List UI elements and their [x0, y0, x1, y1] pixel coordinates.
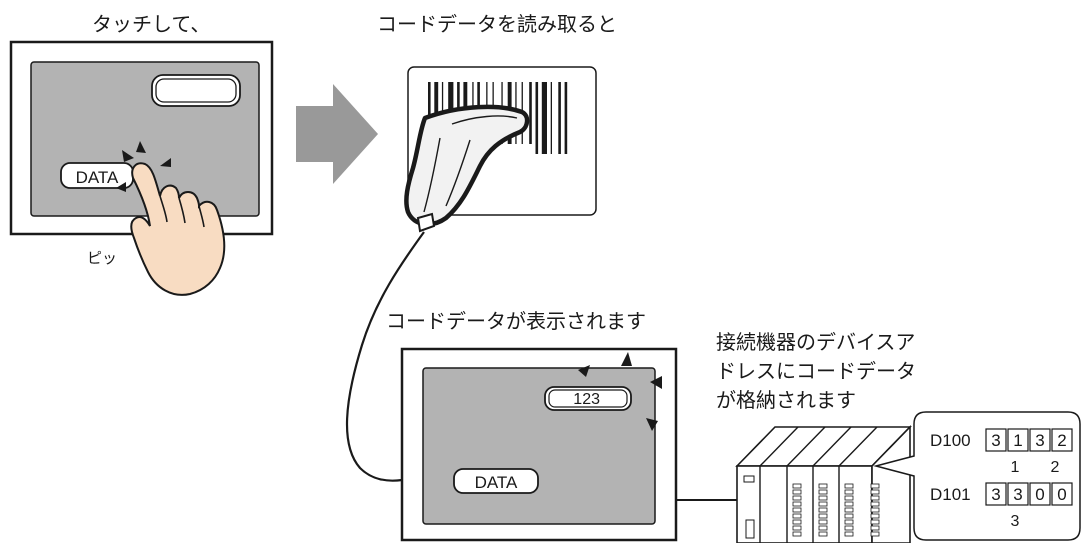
register-note: 3: [1011, 513, 1020, 530]
barcode-bar: [550, 82, 552, 154]
plc-slot-led: [844, 489, 854, 495]
plc-slot-led: [818, 483, 828, 489]
step4-caption-line: が格納されます: [716, 388, 856, 412]
plc-slot-led: [870, 531, 880, 537]
plc-slot-led: [792, 495, 802, 501]
barcode-bar: [558, 82, 561, 154]
flow-arrow-icon: [296, 84, 378, 184]
barcode-bar: [564, 82, 568, 154]
plc-slot-led: [870, 525, 880, 531]
hand-icon: [130, 162, 226, 296]
plc-slot-led: [792, 519, 802, 525]
plc-slot-led: [844, 495, 854, 501]
touch-spark-mark: [116, 182, 126, 192]
display-spark-mark: [578, 365, 590, 377]
plc-slot-led: [870, 501, 880, 507]
plc-slot-led: [818, 507, 828, 513]
register-cell: [1051, 428, 1073, 452]
step4-caption: 接続機器のデバイスア ドレスにコードデータ が格納されます: [716, 328, 966, 415]
plc-slot-led: [870, 513, 880, 519]
register-digit: 3: [991, 485, 1000, 504]
touch-beep-label: ピッ: [87, 249, 118, 267]
data-button-label: DATA: [76, 168, 119, 187]
step3-caption: コードデータが表示されます: [386, 309, 646, 333]
register-digit: 3: [1013, 485, 1022, 504]
display-spark-mark: [646, 418, 658, 431]
touch-panel: DATA: [9, 40, 274, 236]
value-display-inner: [548, 389, 628, 408]
plc-slot-led: [818, 525, 828, 531]
display-spark-mark: [650, 376, 662, 389]
plc-slot-led: [818, 531, 828, 537]
value-display-text: 123: [573, 391, 600, 408]
register-cell: [1029, 482, 1051, 506]
callout-bubble: [873, 411, 1081, 541]
register-cell: [1029, 428, 1051, 452]
register-cell: [985, 428, 1007, 452]
scanner-cable: [345, 231, 425, 482]
plc-slot-led: [870, 507, 880, 513]
plc-slot-led: [870, 489, 880, 495]
plc-slot-led: [844, 519, 854, 525]
plc-slot-led: [870, 483, 880, 489]
plc-slot-led: [792, 501, 802, 507]
plc-slot-led: [818, 489, 828, 495]
barcode-scanner-icon: [345, 104, 530, 482]
plc-slot-led: [844, 525, 854, 531]
plc-slot-led: [844, 513, 854, 519]
register-note: 2: [1051, 459, 1060, 476]
touch-spark-mark: [160, 158, 171, 167]
register-digit: 3: [1035, 431, 1044, 450]
plc-device-icon: [735, 425, 912, 543]
plc-slot-led: [844, 483, 854, 489]
step2-caption: コードデータを読み取ると: [377, 12, 617, 36]
plc-slot-led: [792, 489, 802, 495]
display-spark-mark: [621, 352, 632, 366]
barcode-bar: [529, 82, 532, 144]
register-address: D101: [930, 485, 971, 504]
plc-slot-led: [818, 519, 828, 525]
register-cell: [1051, 482, 1073, 506]
plc-slot-led: [792, 531, 802, 537]
register-digit: 3: [991, 431, 1000, 450]
step4-caption-line: ドレスにコードデータ: [716, 359, 916, 383]
touch-panel-display-inner: [155, 78, 237, 103]
barcode-bar: [428, 82, 431, 144]
plc-slot-led: [792, 513, 802, 519]
register-digit: 1: [1013, 431, 1022, 450]
touch-spark-mark: [136, 141, 146, 153]
touch-spark-mark: [122, 150, 134, 162]
plc-slot-led: [870, 519, 880, 525]
plc-slot-led: [818, 495, 828, 501]
step1-caption: タッチして、: [92, 12, 211, 36]
plc-slot-led: [818, 501, 828, 507]
register-cell: [985, 482, 1007, 506]
register-cell: [1007, 428, 1029, 452]
display-panel: 123 DATA: [400, 347, 678, 542]
register-digit: 0: [1035, 485, 1044, 504]
plc-slot-led: [792, 483, 802, 489]
plc-slot-led: [844, 501, 854, 507]
plc-slot-led: [792, 507, 802, 513]
barcode-bar: [541, 82, 547, 154]
register-digit: 0: [1057, 485, 1066, 504]
barcode-bar: [535, 82, 539, 154]
data-button-label: DATA: [475, 473, 518, 492]
register-digit: 2: [1057, 431, 1066, 450]
register-cell: [1007, 482, 1029, 506]
register-note: 1: [1011, 459, 1020, 476]
plc-slot-led: [844, 507, 854, 513]
step4-caption-line: 接続機器のデバイスア: [716, 330, 916, 354]
register-address: D100: [930, 431, 971, 450]
plc-slot-led: [792, 525, 802, 531]
data-button[interactable]: [453, 468, 539, 494]
plc-slot-led: [844, 531, 854, 537]
plc-slot-led: [818, 513, 828, 519]
plc-slot-led: [870, 495, 880, 501]
